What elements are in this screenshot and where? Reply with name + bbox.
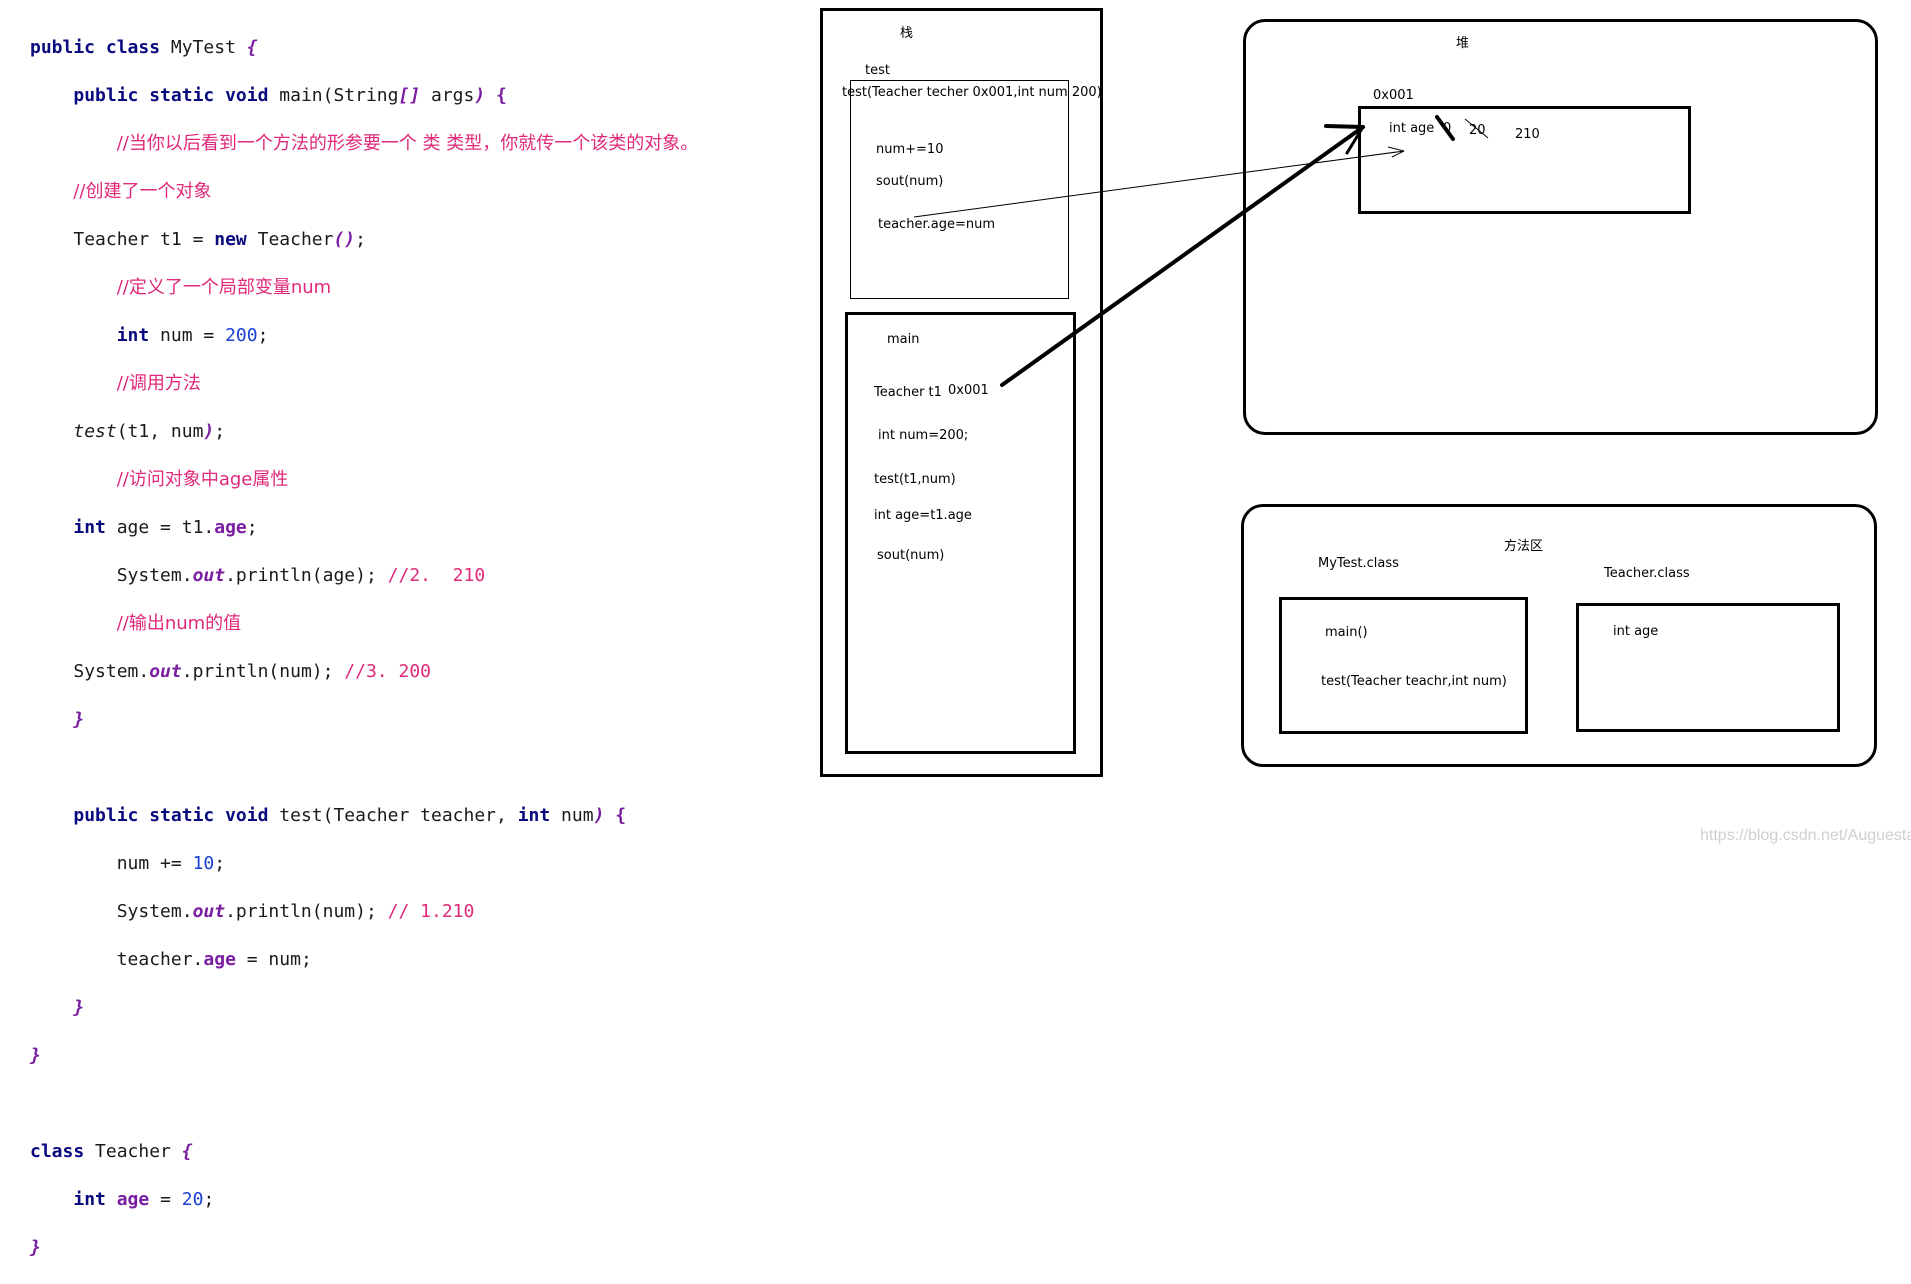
code-line: int age = 20; — [73, 1189, 215, 1210]
stack-region — [820, 8, 1103, 777]
code-comment: //定义了一个局部变量num — [116, 277, 332, 298]
code-line: } — [73, 709, 85, 730]
method-area-title: 方法区 — [1504, 539, 1544, 554]
watermark: https://blog.csdn.net/Auguesta — [1700, 827, 1911, 844]
code-line: } — [30, 1045, 41, 1066]
test-frame — [850, 80, 1069, 299]
code-line: System.out.println(num); //3. 200 — [73, 661, 431, 682]
strike-mark — [1464, 118, 1489, 139]
code-line: int num = 200; — [116, 325, 269, 346]
main-frame-var: Teacher t1 — [874, 385, 942, 400]
teacher-class-field: int age — [1613, 624, 1659, 639]
code-line: System.out.println(age); //2. 210 — [116, 565, 486, 586]
code-line: Teacher t1 = new Teacher(); — [73, 229, 366, 250]
code-comment: //调用方法 — [116, 373, 201, 394]
main-frame-addr: 0x001 — [948, 383, 989, 398]
code-line: teacher.age = num; — [116, 949, 312, 970]
teacher-class-box — [1576, 603, 1840, 732]
mytest-class-label: MyTest.class — [1318, 556, 1399, 571]
test-frame-stmt: teacher.age=num — [878, 217, 995, 232]
arrowhead-stroke — [1391, 150, 1405, 158]
heap-new-value: 210 — [1515, 127, 1540, 142]
main-frame-call: test(t1,num) — [874, 472, 956, 487]
test-frame-signature: test(Teacher techer 0x001,int num 200) — [842, 85, 1102, 100]
reference-arrow-teacher — [913, 150, 1405, 218]
heap-title: 堆 — [1456, 36, 1470, 51]
code-comment: //创建了一个对象 — [73, 181, 212, 202]
reference-arrow-t1 — [1000, 125, 1365, 387]
heap-region — [1243, 19, 1878, 435]
code-line: } — [30, 1237, 41, 1258]
code-line: System.out.println(num); // 1.210 — [116, 901, 475, 922]
arrowhead-stroke — [1324, 124, 1365, 129]
test-frame-stmt: sout(num) — [876, 174, 944, 189]
mytest-method: test(Teacher teachr,int num) — [1321, 674, 1507, 689]
arrowhead-stroke — [1387, 146, 1405, 152]
heap-old-value: 20 — [1469, 123, 1486, 138]
heap-object-address: 0x001 — [1373, 88, 1414, 103]
teacher-class-label: Teacher.class — [1604, 566, 1690, 581]
main-frame-print: sout(num) — [877, 548, 945, 563]
mytest-class-box — [1279, 597, 1528, 734]
code-comment: //输出num的值 — [116, 613, 242, 634]
code-line: num += 10; — [116, 853, 226, 874]
code-line: public static void main(String[] args) { — [73, 85, 507, 106]
test-frame-stmt: num+=10 — [876, 142, 944, 157]
code-comment: //访问对象中age属性 — [116, 469, 289, 490]
code-blank — [30, 1092, 698, 1116]
code-line: int age = t1.age; — [73, 517, 258, 538]
code-line: } — [73, 997, 85, 1018]
stack-title: 栈 — [900, 26, 914, 41]
test-frame-name: test — [865, 63, 890, 78]
main-frame-name: main — [887, 332, 920, 347]
mytest-method: main() — [1325, 625, 1368, 640]
strike-mark — [1435, 115, 1455, 141]
arrowhead-stroke — [1345, 125, 1365, 155]
code-comment: //当你以后看到一个方法的形参要一个 类 类型，你就传一个该类的对象。 — [116, 133, 699, 154]
code-line: public static void test(Teacher teacher,… — [73, 805, 627, 826]
main-frame-var: int num=200; — [878, 428, 969, 443]
main-frame — [845, 312, 1076, 754]
code-line: public class MyTest { — [30, 37, 258, 58]
code-line: test(t1, num); — [73, 421, 226, 442]
method-area-region — [1241, 504, 1877, 767]
main-frame-var: int age=t1.age — [874, 508, 972, 523]
code-line: class Teacher { — [30, 1141, 193, 1162]
heap-object — [1358, 106, 1691, 214]
heap-object-field: int age — [1389, 121, 1435, 136]
code-listing: public class MyTest { public static void… — [30, 12, 698, 1284]
reference-arrows — [913, 115, 1489, 387]
